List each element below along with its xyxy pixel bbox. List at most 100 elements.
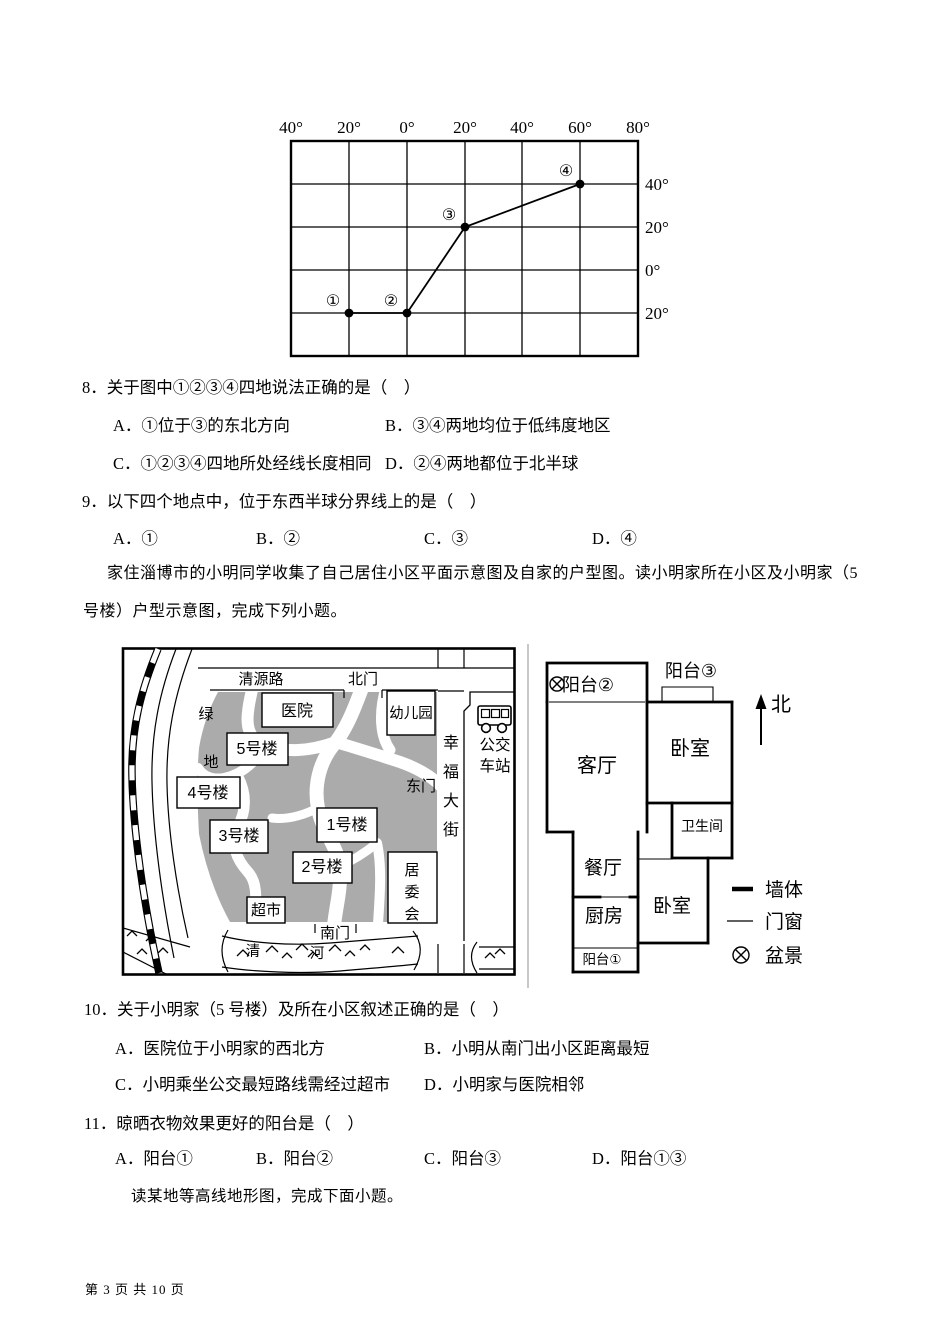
market-label: 超市 — [251, 902, 281, 919]
legend-plant-sample — [732, 946, 750, 964]
river-char-1: 清 — [246, 943, 261, 960]
svg-text:60°: 60° — [568, 118, 592, 137]
building5-box — [226, 732, 289, 766]
north-label: 北 — [771, 693, 791, 716]
q8-option-b: B．③④两地均位于低纬度地区 — [385, 416, 611, 435]
q9-option-a: A．① — [113, 529, 158, 548]
q9-option-b: B．② — [256, 529, 301, 548]
svg-text:40°: 40° — [645, 175, 669, 194]
bus-station-label-1: 公交 — [479, 736, 510, 754]
q11-option-c: C．阳台③ — [424, 1149, 502, 1168]
q8-option-a: A．①位于③的东北方向 — [113, 416, 290, 435]
building5-label: 5号楼 — [237, 740, 278, 758]
qingyuan-road-lines — [198, 667, 514, 698]
hospital-label: 医院 — [281, 702, 313, 720]
committee-char-1: 居 — [404, 862, 419, 879]
kitchen-label: 厨房 — [585, 905, 623, 927]
bus-station-block — [463, 691, 514, 941]
q10-stem: 10．关于小明家（5 号楼）及所在小区叙述正确的是（ ） — [84, 1000, 509, 1019]
svg-text:80°: 80° — [626, 118, 650, 137]
q10-option-b: B．小明从南门出小区距离最短 — [424, 1039, 650, 1058]
south-gate-label: 南门 — [320, 925, 350, 942]
route-point-labels: ① ② ③ ④ — [326, 163, 573, 310]
green-label-2: 地 — [203, 754, 218, 771]
svg-text:0°: 0° — [399, 118, 414, 137]
svg-text:②: ② — [384, 293, 398, 310]
bus-station-label-2: 车站 — [479, 757, 510, 775]
building3-label: 3号楼 — [219, 827, 260, 845]
q8-stem: 8．关于图中①②③④四地说法正确的是（ ） — [82, 378, 421, 397]
floorplan-figure: 客厅 卧室 卫生间 餐厅 厨房 卧室 阳台① 阳台② 阳台③ 北 墙体 门窗 盆… — [545, 661, 803, 974]
page-footer: 第 3 页 共 10 页 — [85, 1282, 185, 1297]
legend-plant-label: 盆景 — [765, 945, 803, 967]
q8-option-c: C．①②③④四地所处经线长度相同 — [113, 454, 372, 473]
committee-char-3: 会 — [404, 906, 419, 923]
latlon-grid-figure: 40° 20° 0° 20° 40° 60° 80° 40° 20° 0° 20… — [279, 118, 669, 358]
balcony1-label: 阳台① — [582, 952, 621, 967]
qingyuan-road-label: 清源路 — [238, 671, 283, 688]
building1-box — [316, 807, 378, 843]
figure-divider — [527, 644, 529, 988]
q9-stem: 9．以下四个地点中，位于东西半球分界线上的是（ ） — [82, 492, 487, 511]
building4-box — [176, 776, 241, 809]
riverside-road — [151, 648, 193, 959]
q11-option-a: A．阳台① — [115, 1149, 193, 1168]
dining-room-label: 餐厅 — [584, 857, 622, 879]
intro-paragraph-line2: 号楼）户型示意图，完成下列小题。 — [83, 603, 348, 620]
map-buildings — [176, 690, 438, 924]
north-arrow-icon — [755, 694, 767, 745]
kindergarten-box — [386, 690, 436, 736]
svg-text:①: ① — [326, 293, 340, 310]
q11-option-b: B．阳台② — [256, 1149, 334, 1168]
east-gate-label: 东门 — [406, 778, 436, 795]
north-gate-label: 北门 — [348, 671, 378, 688]
committee-char-2: 委 — [404, 884, 419, 901]
q8-option-d: D．②④两地都位于北半球 — [385, 454, 579, 473]
building1-label: 1号楼 — [327, 816, 368, 834]
market-box — [246, 896, 286, 924]
legend-symbols — [727, 886, 753, 964]
svg-text:20°: 20° — [453, 118, 477, 137]
q11-stem: 11．晾晒衣物效果更好的阳台是（ ） — [84, 1114, 364, 1133]
q10-option-d: D．小明家与医院相邻 — [424, 1075, 585, 1094]
grid-lines — [291, 141, 638, 356]
xingfu-char-1: 幸 — [443, 734, 459, 752]
green-label-1: 绿 — [198, 706, 213, 723]
svg-text:20°: 20° — [645, 218, 669, 237]
hospital-box — [261, 692, 334, 728]
plant-icon — [549, 676, 565, 692]
legend-window-label: 门窗 — [765, 911, 803, 933]
intro-paragraph-line1: 家住淄博市的小明同学收集了自己居住小区平面示意图及自家的户型图。读小明家所在小区… — [107, 565, 859, 582]
kindergarten-label: 幼儿园 — [389, 705, 433, 722]
q9-option-d: D．④ — [592, 529, 637, 548]
svg-text:0°: 0° — [645, 261, 660, 280]
svg-text:20°: 20° — [645, 304, 669, 323]
svg-text:20°: 20° — [337, 118, 361, 137]
xingfu-street-lines — [437, 649, 465, 973]
route-points — [344, 179, 585, 318]
bus-icon — [477, 705, 512, 734]
balcony3-label: 阳台③ — [665, 661, 717, 681]
svg-text:③: ③ — [442, 207, 456, 224]
building2-label: 2号楼 — [302, 858, 343, 876]
building2-box — [292, 851, 353, 884]
bedroom-top-label: 卧室 — [670, 737, 710, 760]
legend-wall-label: 墙体 — [765, 879, 803, 901]
grid-right-axis-labels: 40° 20° 0° 20° — [645, 175, 669, 323]
river-char-2: 河 — [310, 945, 325, 962]
route-line — [349, 183, 581, 314]
bedroom-bottom-label: 卧室 — [653, 895, 691, 917]
building3-box — [209, 819, 269, 854]
svg-text:40°: 40° — [510, 118, 534, 137]
xingfu-char-3: 大 — [443, 792, 459, 810]
bathroom-label: 卫生间 — [681, 818, 723, 834]
floorplan-walls — [545, 661, 734, 974]
floorplan-windows — [549, 686, 714, 949]
committee-box — [387, 851, 438, 924]
svg-text:④: ④ — [559, 163, 573, 180]
map-labels: 清源路 北门 东门 南门 绿 地 医院 幼儿园 5号楼 4号楼 3号楼 1号楼 … — [188, 671, 511, 962]
contour-intro-paragraph: 读某地等高线地形图，完成下面小题。 — [131, 1188, 404, 1205]
q9-option-c: C．③ — [424, 529, 469, 548]
q10-option-a: A．医院位于小明家的西北方 — [115, 1039, 325, 1058]
